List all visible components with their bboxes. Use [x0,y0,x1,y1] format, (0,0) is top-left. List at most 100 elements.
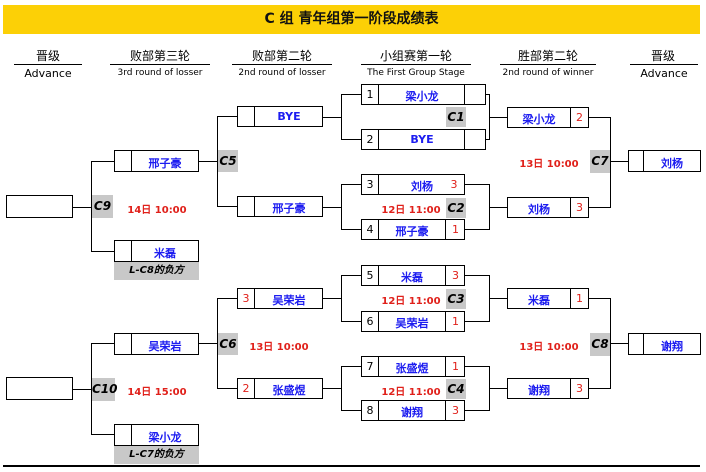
player-name: 梁小龙 [522,113,556,126]
group-slot-2: 2 BYE [361,129,465,150]
divider [570,379,571,398]
header-underline [110,64,210,65]
player-name: 吴荣岩 [148,340,182,353]
player-name: 邢子豪 [272,202,306,215]
header-advance-left-en: Advance [24,67,72,80]
player-name: 邢子豪 [148,157,182,170]
title-bar: C 组 青年组第一阶段成绩表 [3,5,700,34]
match-time: 12日 11:00 [381,387,441,398]
player-name: 张盛煜 [272,384,306,397]
winner-r2-slot: 谢翔 3 [507,378,589,399]
header-loser-r3-en: 3rd round of losser [117,68,203,78]
score: 3 [576,201,583,214]
advance-pad [628,333,644,355]
seed-number: 7 [366,360,374,373]
loser-r2-slot: 3 吴荣岩 [237,288,323,309]
group-slot-7: 7 张盛煜 1 [361,356,465,377]
group-slot-4: 4 邢子豪 1 [361,219,465,240]
advance-left-slot [6,377,73,400]
advance-right-slot: 谢翔 [643,333,701,355]
bottom-rule [3,465,700,467]
divider [254,379,255,398]
group-slot-6: 6 吴荣岩 1 [361,311,465,332]
seed-number: 8 [366,404,374,417]
score: 1 [452,360,459,373]
loser-r2-slot: 2 张盛煜 [237,378,323,399]
match-code: C8 [590,333,610,356]
divider [570,198,571,217]
divider [378,312,379,331]
loser-r3-pad [114,333,132,355]
seed-number: 6 [366,315,374,328]
group-slot-3: 3 刘杨 [361,174,465,195]
match-code: C9 [92,195,113,218]
player-name: 刘杨 [411,180,433,193]
header-loser-r3-cn: 败部第三轮 [129,49,190,63]
loser-r3-pad [114,240,132,262]
divider [254,289,255,308]
score-cell: 3 [444,174,465,195]
score: 2 [576,111,583,124]
match-time: 13日 10:00 [519,342,579,353]
advance-pad [628,150,644,172]
group-slot-1: 1 梁小龙 [361,84,465,105]
player-name: 梁小龙 [405,90,439,103]
player-name: 米磊 [154,247,176,260]
divider [570,108,571,127]
score: 2 [242,382,250,395]
loser-r3-pad [114,150,132,172]
score: 1 [452,223,459,236]
divider [570,289,571,308]
header-underline [14,64,82,65]
loser-r3-slot: 梁小龙 [131,424,199,446]
player-name: 刘杨 [528,203,550,216]
player-name: BYE [277,110,301,123]
match-time: 13日 10:00 [249,342,309,353]
player-name: 吴荣岩 [272,294,306,307]
divider [254,107,255,126]
divider [445,312,446,331]
winner-r2-slot: 梁小龙 2 [507,107,589,128]
winner-r2-slot: 米磊 1 [507,288,589,309]
header-advance-right-en: Advance [640,67,688,80]
header-underline [630,64,698,65]
match-code: C10 [92,378,118,401]
score: 1 [576,292,583,305]
divider [445,401,446,420]
score: 1 [452,315,459,328]
header-group-r1-cn: 小组赛第一轮 [379,49,452,63]
player-name: 刘杨 [661,157,683,170]
player-name: 谢翔 [401,406,423,419]
match-code: C7 [590,150,610,173]
loser-r3-slot: 米磊 [131,240,199,262]
header-underline [500,64,596,65]
divider [378,130,379,149]
advance-left-slot [6,195,73,218]
page-title: C 组 青年组第一阶段成绩表 [264,11,439,27]
header-winner-r2-cn: 胜部第二轮 [517,49,578,63]
seed-number: 3 [366,178,374,191]
player-name: 谢翔 [528,384,550,397]
header-underline [232,64,332,65]
score: 3 [576,382,583,395]
match-code: C6 [218,333,238,355]
group-slot-8: 8 谢翔 3 [361,400,465,421]
loser-r2-slot: 邢子豪 [237,196,323,217]
header-group-r1-en: The First Group Stage [367,68,465,78]
divider [378,357,379,376]
loser-r2-slot: BYE [237,106,323,127]
loser-source-note: L-C7的负方 [114,446,199,464]
seed-number: 5 [366,269,374,282]
score-cell [464,84,486,105]
divider [445,357,446,376]
score-cell [464,129,486,150]
match-time: 12日 11:00 [381,205,441,216]
player-name: 梁小龙 [148,431,182,444]
divider [445,266,446,285]
group-slot-5: 5 米磊 3 [361,265,465,286]
header-loser-r2-en: 2nd round of losser [238,68,326,78]
header-underline [361,64,471,65]
match-code: C3 [446,289,466,309]
score: 3 [452,269,459,282]
